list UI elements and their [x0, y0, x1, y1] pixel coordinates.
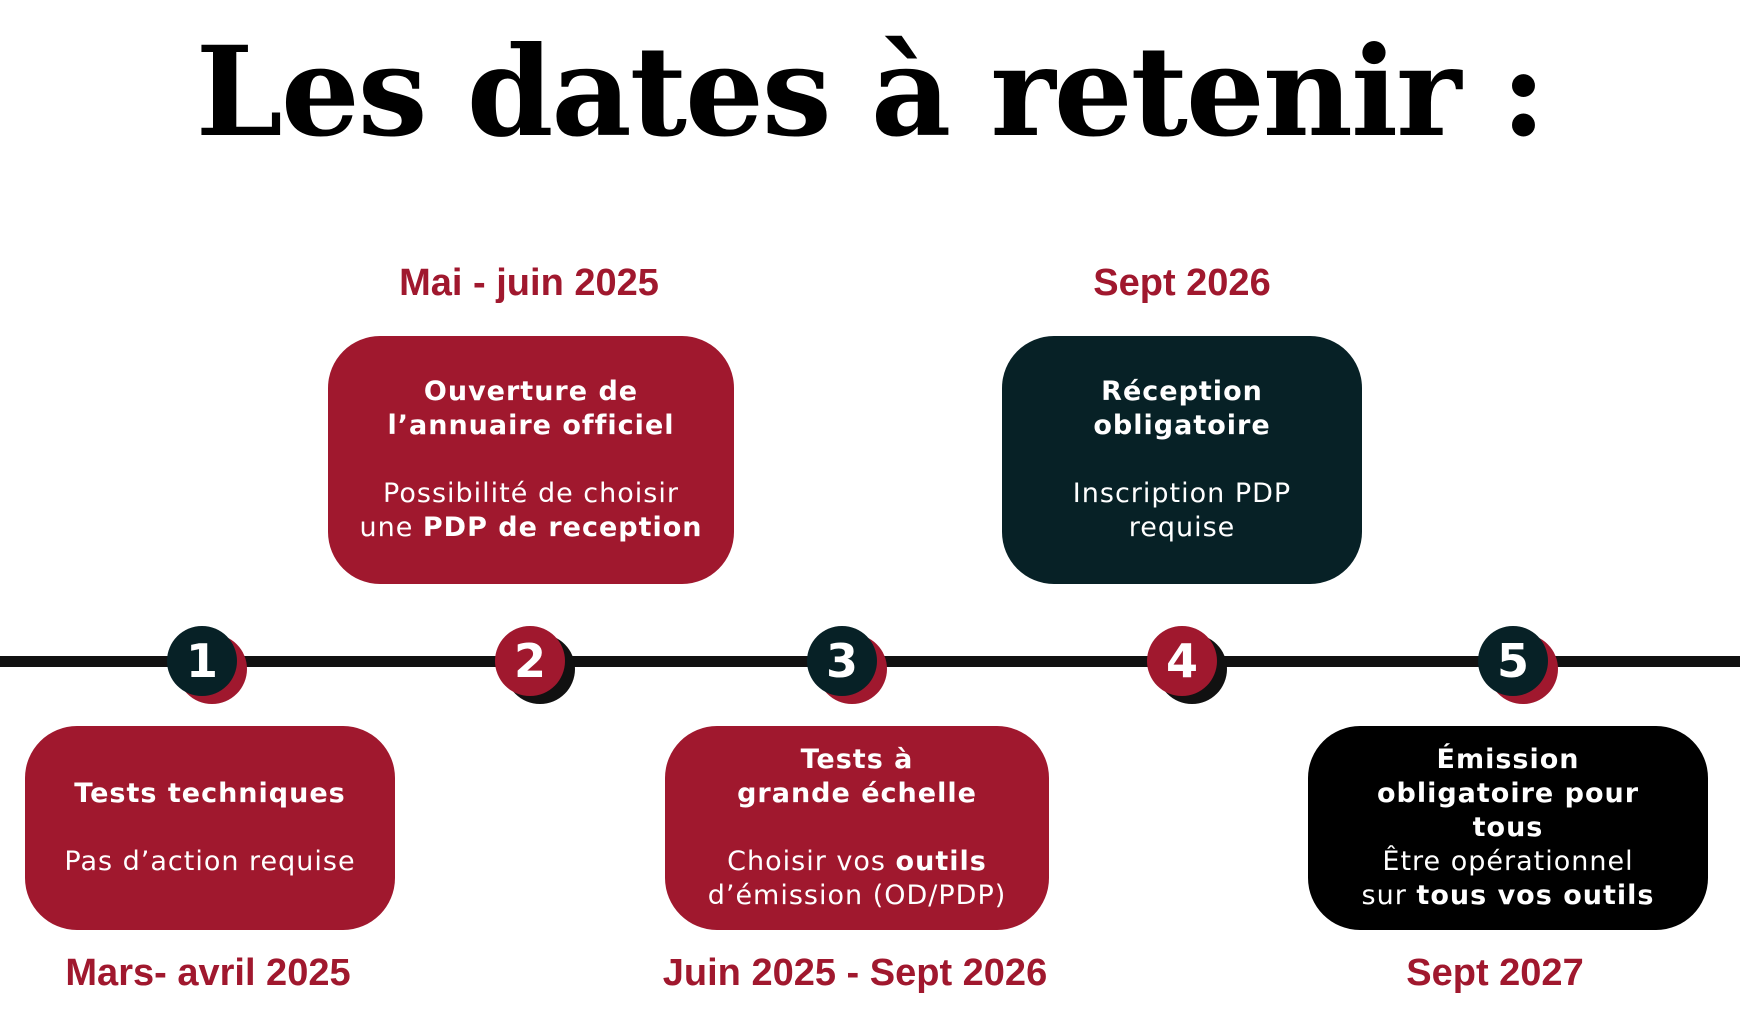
- step-4-desc-line2: requise: [1128, 512, 1236, 543]
- step-1-desc: Pas d’action requise: [64, 846, 356, 877]
- step-3-desc-line1-bold: outils: [895, 846, 987, 877]
- step-5-card-title-line2: obligatoire pour: [1376, 778, 1640, 809]
- step-3-number: 3: [807, 626, 877, 696]
- step-3-card-title-line1: Tests à: [800, 744, 914, 775]
- step-3-marker: 3: [807, 626, 887, 704]
- step-4-card: Réception obligatoire Inscription PDP re…: [1002, 336, 1362, 584]
- step-2-marker: 2: [495, 626, 575, 704]
- step-4-card-title-line2: obligatoire: [1093, 410, 1271, 441]
- step-2-card-title-line1: Ouverture de: [423, 376, 639, 407]
- step-1-marker: 1: [167, 626, 247, 704]
- step-1-date: Mars- avril 2025: [65, 952, 351, 994]
- step-1-card-title: Tests techniques: [74, 778, 346, 809]
- step-4-marker: 4: [1147, 626, 1227, 704]
- step-2-desc-line2-bold: PDP de reception: [422, 512, 703, 543]
- step-2-date: Mai - juin 2025: [399, 262, 659, 304]
- step-5-card-title-line1: Émission: [1436, 744, 1580, 775]
- step-3-desc-line2: d’émission (OD/PDP): [707, 880, 1007, 911]
- step-5-card-title-line3: tous: [1472, 812, 1544, 843]
- step-5-date: Sept 2027: [1406, 952, 1584, 994]
- step-4-card-title-line1: Réception: [1101, 376, 1263, 407]
- step-2-card-title-line2: l’annuaire officiel: [387, 410, 675, 441]
- step-5-card: Émission obligatoire pour tous Être opér…: [1308, 726, 1708, 930]
- step-2-desc-line2: une: [359, 512, 423, 543]
- step-2-desc-line1: Possibilité de choisir: [383, 478, 679, 509]
- step-4-number: 4: [1147, 626, 1217, 696]
- step-5-desc-line1: Être opérationnel: [1382, 846, 1634, 877]
- step-1-number: 1: [167, 626, 237, 696]
- step-4-desc-line1: Inscription PDP: [1072, 478, 1292, 509]
- step-3-date: Juin 2025 - Sept 2026: [662, 952, 1048, 994]
- step-3-desc-line1: Choisir vos: [727, 846, 896, 877]
- step-2-card: Ouverture de l’annuaire officiel Possibi…: [328, 336, 734, 584]
- step-3-card-title-line2: grande échelle: [737, 778, 977, 809]
- step-5-desc-line2-bold: tous vos outils: [1416, 880, 1655, 911]
- step-5-desc-line2: sur: [1361, 880, 1417, 911]
- step-3-card: Tests à grande échelle Choisir vos outil…: [665, 726, 1049, 930]
- step-1-card: Tests techniques Pas d’action requise: [25, 726, 395, 930]
- step-5-marker: 5: [1478, 626, 1558, 704]
- step-4-date: Sept 2026: [1093, 262, 1271, 304]
- page-title: Les dates à retenir :: [195, 20, 1547, 165]
- step-2-number: 2: [495, 626, 565, 696]
- step-5-number: 5: [1478, 626, 1548, 696]
